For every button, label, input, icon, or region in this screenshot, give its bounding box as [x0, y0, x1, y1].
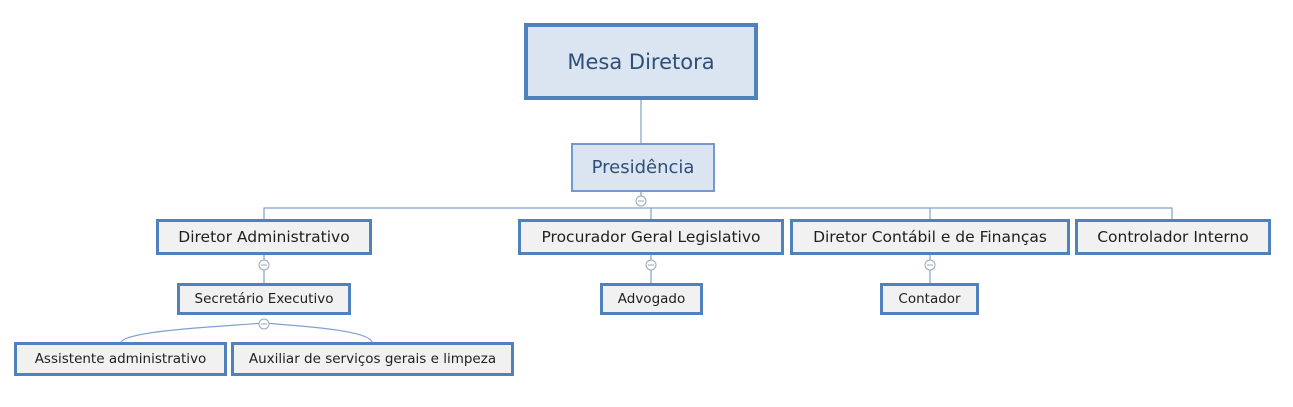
- node-label: Presidência: [591, 157, 695, 178]
- connector-secretario-auxiliar: [263, 322, 373, 343]
- node-controlador-interno[interactable]: Controlador Interno: [1075, 219, 1271, 255]
- collapse-minus-icon[interactable]: [258, 259, 270, 271]
- collapse-minus-icon[interactable]: [924, 259, 936, 271]
- collapse-minus-icon[interactable]: [645, 259, 657, 271]
- node-diretor-administrativo[interactable]: Diretor Administrativo: [156, 219, 372, 255]
- node-label: Auxiliar de serviços gerais e limpeza: [248, 351, 497, 367]
- node-secretario-executivo[interactable]: Secretário Executivo: [177, 283, 351, 315]
- node-label: Procurador Geral Legislativo: [541, 228, 761, 246]
- node-mesa-diretora[interactable]: Mesa Diretora: [524, 23, 758, 100]
- node-label: Mesa Diretora: [567, 49, 715, 74]
- node-label: Contador: [898, 291, 961, 307]
- node-label: Diretor Contábil e de Finanças: [813, 228, 1047, 246]
- node-diretor-contabil-financas[interactable]: Diretor Contábil e de Finanças: [790, 219, 1070, 255]
- node-label: Diretor Administrativo: [178, 228, 350, 246]
- connector-level2-bus: [263, 207, 1173, 219]
- collapse-minus-icon[interactable]: [635, 195, 647, 207]
- node-label: Controlador Interno: [1097, 228, 1249, 246]
- node-label: Secretário Executivo: [194, 291, 334, 307]
- node-label: Assistente administrativo: [34, 351, 207, 367]
- node-auxiliar-servicos-gerais[interactable]: Auxiliar de serviços gerais e limpeza: [231, 342, 514, 376]
- node-contador[interactable]: Contador: [880, 283, 979, 315]
- node-advogado[interactable]: Advogado: [600, 283, 703, 315]
- node-procurador-geral-legislativo[interactable]: Procurador Geral Legislativo: [518, 219, 784, 255]
- node-label: Advogado: [617, 291, 686, 307]
- collapse-minus-icon[interactable]: [258, 318, 270, 330]
- node-assistente-administrativo[interactable]: Assistente administrativo: [14, 342, 227, 376]
- connector-secretario-assistente: [120, 322, 265, 343]
- node-presidencia[interactable]: Presidência: [571, 143, 715, 192]
